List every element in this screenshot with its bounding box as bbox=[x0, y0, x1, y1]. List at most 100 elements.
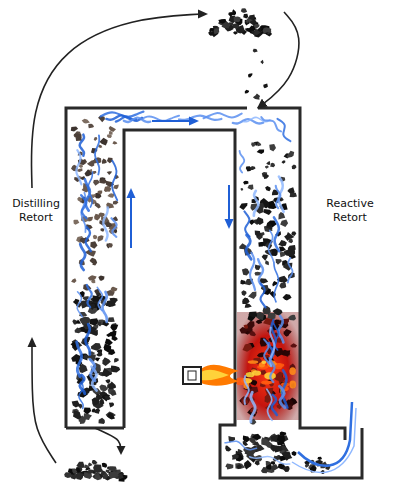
retort-column: Reactive Retort bbox=[235, 108, 300, 425]
charcoal-piece bbox=[283, 294, 292, 300]
charcoal-piece bbox=[103, 473, 108, 479]
charcoal-piece bbox=[270, 148, 275, 151]
gas-wisp bbox=[80, 135, 84, 156]
flame-spot bbox=[248, 360, 258, 364]
charcoal-piece bbox=[241, 290, 246, 296]
charcoal-piece bbox=[243, 14, 248, 19]
charcoal-piece bbox=[235, 463, 245, 469]
charcoal-piece bbox=[93, 295, 100, 301]
gas-wisp bbox=[179, 116, 221, 120]
charcoal-piece bbox=[72, 468, 77, 473]
charcoal-piece bbox=[102, 357, 111, 366]
charcoal-piece bbox=[73, 410, 81, 419]
gas-wisp bbox=[85, 324, 89, 354]
charcoal-piece bbox=[227, 464, 234, 469]
charcoal-piece bbox=[108, 317, 115, 322]
charcoal-piece bbox=[96, 351, 102, 357]
gas-wisp bbox=[258, 259, 263, 285]
charcoal-piece bbox=[245, 303, 252, 307]
charcoal-piece bbox=[253, 29, 261, 35]
flame-spot bbox=[261, 361, 266, 364]
charcoal-piece bbox=[84, 413, 92, 420]
charcoal-piece bbox=[242, 298, 249, 304]
charcoal-piece bbox=[92, 460, 98, 464]
charcoal-piece bbox=[283, 466, 290, 472]
gas-wisp bbox=[260, 284, 265, 308]
gas-wisp bbox=[268, 231, 273, 262]
gas-wisp bbox=[278, 316, 283, 343]
charcoal-piece bbox=[92, 398, 100, 406]
charcoal-piece bbox=[233, 23, 239, 29]
charcoal-piece bbox=[245, 20, 248, 24]
charcoal-piece bbox=[111, 287, 118, 293]
charcoal-piece bbox=[250, 166, 255, 170]
charcoal-piece bbox=[249, 14, 255, 20]
charcoal-piece bbox=[270, 163, 275, 168]
flame-spot bbox=[289, 381, 296, 389]
gas-wisp bbox=[251, 392, 255, 422]
charcoal-piece bbox=[110, 390, 116, 396]
charcoal-piece bbox=[93, 180, 100, 186]
charcoal-piece bbox=[255, 461, 260, 465]
gas-wisp bbox=[264, 339, 269, 363]
retort-wall bbox=[258, 108, 345, 440]
charcoal-piece bbox=[99, 385, 108, 392]
charcoal-piece bbox=[75, 327, 82, 333]
charcoal-piece bbox=[251, 143, 256, 147]
gas-wisp bbox=[77, 342, 82, 377]
charcoal-piece bbox=[282, 161, 286, 164]
charcoal-piece bbox=[109, 131, 113, 135]
charcoal-piece bbox=[287, 151, 295, 158]
charcoal-piece bbox=[106, 302, 113, 306]
charcoal-piece bbox=[102, 159, 107, 164]
charcoal-piece bbox=[95, 202, 101, 209]
charcoal-piece bbox=[252, 434, 261, 440]
gas-wisp bbox=[244, 211, 249, 236]
charcoal-piece bbox=[99, 418, 105, 424]
charcoal-piece bbox=[93, 464, 102, 473]
gas-wisp bbox=[277, 119, 290, 141]
charcoal-piece bbox=[93, 235, 98, 240]
charcoal-piece bbox=[245, 90, 249, 94]
charcoal-piece bbox=[278, 212, 285, 219]
gas-wisp bbox=[87, 285, 92, 307]
fire-glow-area bbox=[237, 312, 299, 420]
charcoal-piece bbox=[108, 471, 119, 478]
charcoal-piece bbox=[106, 470, 110, 474]
charcoal-piece bbox=[253, 49, 258, 53]
charcoal-piece bbox=[100, 179, 107, 184]
charcoal-piece bbox=[90, 258, 96, 263]
charcoal-piece bbox=[100, 228, 104, 231]
charcoal-piece bbox=[106, 412, 116, 420]
charcoal-piece bbox=[95, 474, 102, 480]
charcoal-piece bbox=[267, 312, 276, 319]
charcoal-piece bbox=[278, 240, 285, 247]
charcoal-piece bbox=[249, 19, 257, 25]
retort-column: Distilling Retort bbox=[66, 108, 124, 428]
burner-nozzle bbox=[188, 371, 196, 380]
charcoal-piece bbox=[243, 344, 253, 352]
charcoal-piece bbox=[99, 399, 104, 406]
gas-flow-arrows bbox=[127, 117, 357, 473]
charcoal-piece bbox=[271, 464, 278, 472]
gas-wisp bbox=[288, 258, 293, 282]
charcoal-piece bbox=[109, 126, 116, 132]
charcoal-piece bbox=[284, 249, 295, 257]
charcoal-piece bbox=[74, 133, 82, 139]
charcoal-piece bbox=[107, 413, 115, 420]
flow-arrowhead bbox=[127, 188, 136, 198]
retort-label: Distilling Retort bbox=[6, 197, 66, 225]
charcoal-piece bbox=[288, 315, 296, 321]
charcoal-piece bbox=[281, 451, 291, 458]
charcoal-piece bbox=[79, 165, 83, 168]
gas-wisp bbox=[254, 191, 258, 216]
charcoal-piece bbox=[91, 343, 102, 351]
charcoal-piece bbox=[97, 190, 102, 194]
charcoal-piece bbox=[317, 457, 322, 460]
gas-wisp bbox=[90, 359, 95, 381]
charcoal-piece bbox=[107, 193, 114, 197]
charcoal-piece bbox=[105, 221, 113, 227]
charcoal-piece bbox=[85, 169, 93, 176]
